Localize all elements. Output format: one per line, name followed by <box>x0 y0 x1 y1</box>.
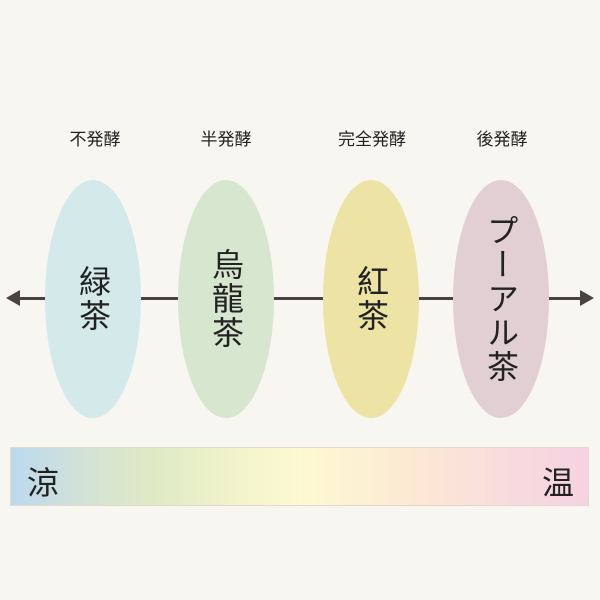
fermentation-label-3: 後発酵 <box>476 130 528 150</box>
tea-leaf-puer: プーアル茶 <box>453 180 549 418</box>
arrow-right-icon <box>580 290 594 306</box>
tea-leaf-green: 緑茶 <box>45 180 141 418</box>
tea-leaf-oolong: 烏龍茶 <box>178 180 274 418</box>
axis-line <box>14 297 586 300</box>
tea-name: 緑茶 <box>74 265 112 333</box>
tea-leaf-black: 紅茶 <box>323 180 419 418</box>
fermentation-label-0: 不発酵 <box>69 130 121 150</box>
scale-left-label: 涼 <box>27 464 60 502</box>
arrow-left-icon <box>6 290 20 306</box>
tea-name: 紅茶 <box>352 265 390 333</box>
tea-name: プーアル茶 <box>482 214 520 384</box>
tea-name: 烏龍茶 <box>207 248 245 350</box>
fermentation-label-2: 完全発酵 <box>338 130 406 150</box>
scale-right-label: 温 <box>541 464 574 502</box>
fermentation-label-1: 半発酵 <box>200 130 252 150</box>
temperature-scale-bar: 涼 温 <box>10 447 589 506</box>
